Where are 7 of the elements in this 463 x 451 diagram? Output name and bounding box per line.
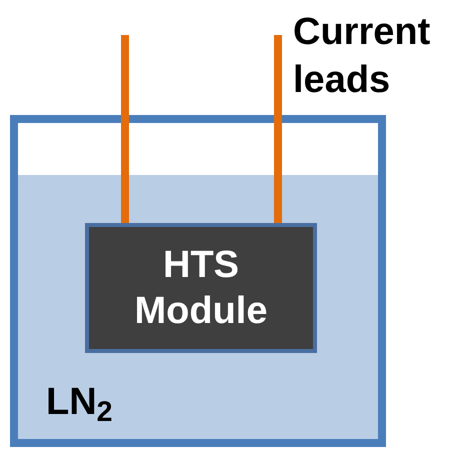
- liquid-label: LN$_{2}$: [46, 380, 113, 425]
- tank: [10, 115, 386, 447]
- current-lead: [121, 35, 129, 223]
- module-label: HTS Module: [134, 243, 268, 334]
- current-lead: [274, 35, 282, 223]
- module-box: [85, 223, 317, 353]
- leads-label: Current leads: [293, 10, 432, 103]
